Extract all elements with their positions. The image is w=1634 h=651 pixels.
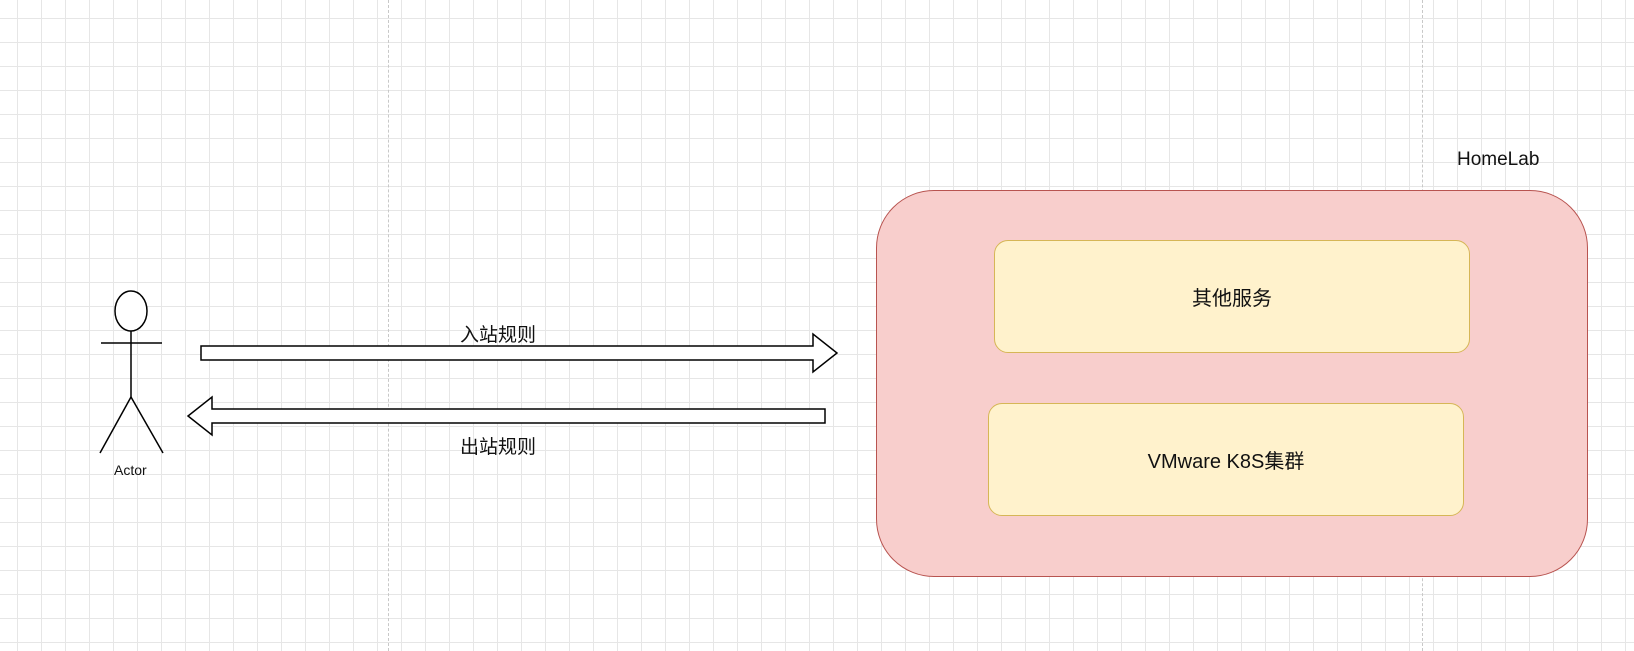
- outbound-arrow[interactable]: [186, 395, 826, 437]
- actor-left-leg: [99, 396, 132, 454]
- outbound-arrow-label: 出站规则: [460, 437, 537, 458]
- actor-label: Actor: [114, 462, 147, 478]
- inbound-arrow-label: 入站规则: [460, 325, 537, 346]
- actor-figure[interactable]: [99, 290, 164, 454]
- inbound-arrow[interactable]: [200, 332, 839, 374]
- k8s-cluster-label: VMware K8S集群: [1147, 451, 1305, 473]
- k8s-cluster-box[interactable]: VMware K8S集群: [988, 403, 1464, 516]
- page-break-line-left: [388, 0, 389, 651]
- homelab-title: HomeLab: [1457, 149, 1540, 170]
- other-services-label: 其他服务: [1192, 288, 1272, 310]
- actor-right-leg: [130, 396, 164, 454]
- other-services-box[interactable]: 其他服务: [994, 240, 1470, 353]
- actor-head: [114, 290, 148, 332]
